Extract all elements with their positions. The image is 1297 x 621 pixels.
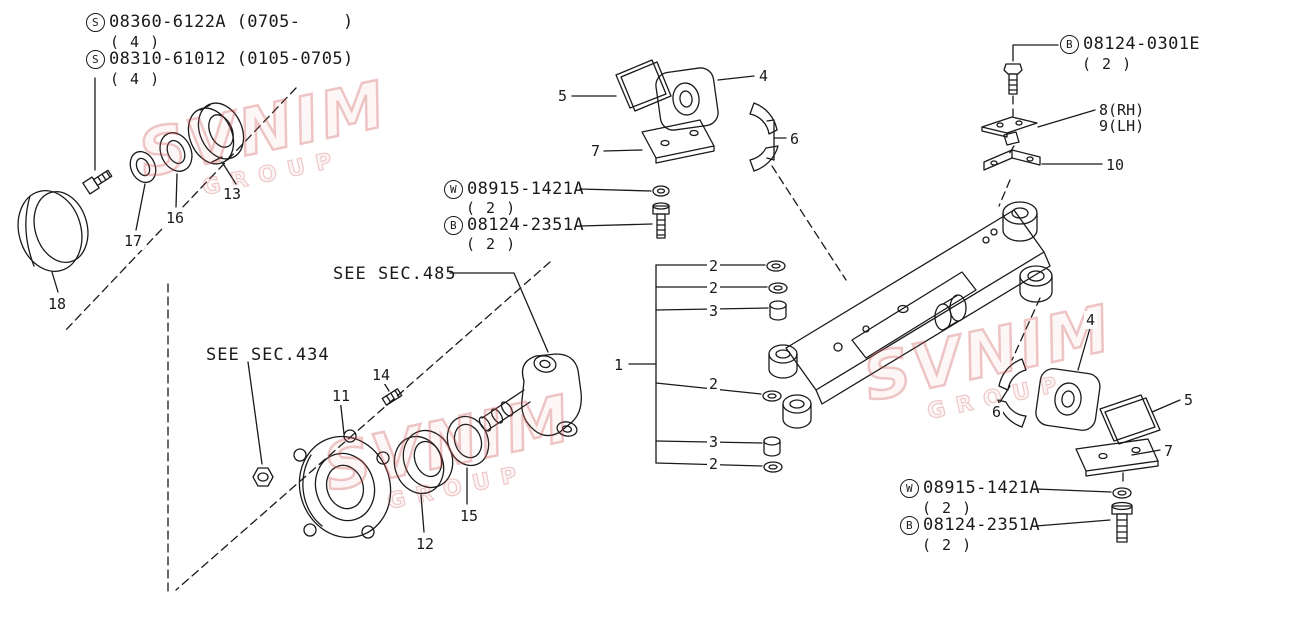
callout-2-a: 2 [707,257,721,275]
callout-14: 14 [370,366,393,384]
bolt-b-left [652,202,670,239]
washer-part-2-b [768,282,788,294]
bushing-part-3-b [763,436,781,457]
callout-3-a: 3 [707,302,721,320]
clamp-strap-part-6-top [749,102,779,172]
part-qty: ( 4 ) [110,70,161,88]
retainer-plate-part-7-right [1075,438,1159,477]
part-number: 08310-61012 (0105-0705) [109,49,354,69]
grease-cap-part-18 [17,190,89,272]
callout-4-right: 4 [1084,311,1098,329]
bracket-part-8-9 [981,116,1038,146]
prefix-b-icon: B [1060,34,1079,54]
strap-part-10 [983,149,1041,171]
callout-5-top: 5 [556,87,570,105]
part-number: 08915-1421A [923,478,1040,498]
prefix-b-icon: B [444,215,463,235]
shim-plate-part-5-top [615,59,672,112]
axle-beam-part-1 [768,201,1053,429]
washer-w-left [652,185,670,197]
callout-2-c: 2 [707,375,721,393]
leader-lines [51,44,1181,533]
shim-plate-part-5-right [1099,394,1161,445]
hub-part-11 [293,429,392,539]
bolt-b-right [1111,501,1133,543]
callout-1: 1 [612,356,626,374]
prefix-s-icon: S [86,49,105,69]
bearing-part-12 [393,429,454,495]
bolt-top-right [1003,63,1023,95]
part-qty: ( 2 ) [922,536,973,554]
callout-5-right: 5 [1182,391,1196,409]
callout-7-top: 7 [589,142,603,160]
callout-2-b: 2 [707,279,721,297]
callout-4-top: 4 [757,67,771,85]
part-number: 08360-6122A (0705- ) [109,12,354,32]
bushing-block-part-4-top [655,67,719,131]
part-qty: ( 2 ) [466,235,517,253]
part-number: 08124-2351A [923,515,1040,535]
steering-knuckle-sec485 [478,353,582,437]
part-number: 08124-0301E [1083,34,1200,54]
callout-8-rh: 8(RH) [1097,101,1147,119]
prefix-w-icon: W [444,179,463,199]
callout-15: 15 [458,507,481,525]
washer-w-right [1112,487,1132,499]
washer-part-17 [129,150,157,184]
part-qty: ( 4 ) [110,33,161,51]
assembly-axis-lines [63,87,1124,593]
part-qty: ( 2 ) [922,499,973,517]
part-number: 08124-2351A [467,215,584,235]
wheel-bearing-part-13 [187,102,245,165]
hub-bolt [82,169,113,195]
section-note-434: SEE SEC.434 [206,345,330,365]
bushing-block-part-4-right [1035,368,1101,431]
callout-12: 12 [414,535,437,553]
part-qty: ( 2 ) [466,199,517,217]
callout-17: 17 [122,232,145,250]
seal-part-15 [446,415,490,467]
stud-part-14 [381,388,403,406]
callout-13: 13 [221,185,244,203]
retainer-plate-part-7-top [641,119,715,164]
spindle-nut [252,467,274,487]
prefix-b-icon: B [900,515,919,535]
washer-part-2-a [766,260,786,272]
bearing-race-part-16 [159,132,193,172]
washer-part-2-d [763,461,783,473]
prefix-s-icon: S [86,12,105,32]
callout-10: 10 [1104,156,1127,174]
callout-2-d: 2 [707,455,721,473]
callout-7-right: 7 [1162,442,1176,460]
part-qty: ( 2 ) [1082,55,1133,73]
washer-part-2-c [762,390,782,402]
bushing-part-3-a [769,300,787,321]
callout-6-right: 6 [990,403,1004,421]
callout-6-top: 6 [788,130,802,148]
callout-3-b: 3 [707,433,721,451]
callout-18: 18 [46,295,69,313]
callout-11: 11 [330,387,353,405]
section-note-485: SEE SEC.485 [333,264,457,284]
part-number: 08915-1421A [467,179,584,199]
callout-16: 16 [164,209,187,227]
prefix-w-icon: W [900,478,919,498]
callout-9-lh: 9(LH) [1097,117,1147,135]
